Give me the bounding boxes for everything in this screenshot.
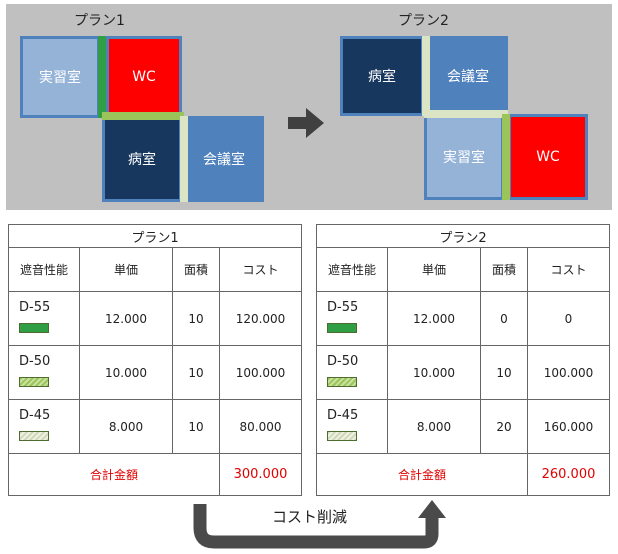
plan2-cost-table: プラン2 遮音性能 単価 面積 コスト D-55 12.000 0 0 D-50… — [316, 224, 610, 496]
table-row: D-45 8.000 20 160.000 — [316, 399, 610, 454]
header-performance: 遮音性能 — [8, 247, 80, 292]
plan2-room-practice: 実習室 — [424, 114, 504, 200]
cost-cell: 0 — [527, 291, 610, 346]
cost-cell: 120.000 — [219, 291, 302, 346]
plan1-title: プラン1 — [74, 13, 125, 29]
plan2-wall-d45-vertical — [422, 36, 430, 116]
area-cell: 0 — [480, 291, 528, 346]
cost-cell: 100.000 — [527, 345, 610, 400]
perf-label: D-50 — [327, 354, 359, 369]
table-row: D-55 12.000 0 0 — [316, 291, 610, 346]
perf-label: D-45 — [327, 408, 359, 423]
plan2-room-wc: WC — [508, 114, 588, 200]
table-row: D-45 8.000 10 80.000 — [8, 399, 302, 454]
plan1-room-practice: 実習室 — [20, 36, 100, 118]
area-cell: 20 — [480, 399, 528, 454]
header-cost: コスト — [527, 247, 610, 292]
table-title: プラン2 — [316, 224, 610, 248]
plan2-title: プラン2 — [398, 13, 449, 29]
cost-cell: 160.000 — [527, 399, 610, 454]
d50-swatch — [19, 377, 49, 387]
cost-reduction-label: コスト削減 — [272, 508, 348, 526]
header-area: 面積 — [172, 247, 220, 292]
perf-label: D-55 — [327, 300, 359, 315]
unit-price-cell: 10.000 — [387, 345, 481, 400]
cost-cell: 100.000 — [219, 345, 302, 400]
d55-swatch — [327, 323, 357, 333]
cost-reduction-arrow-icon — [193, 500, 446, 549]
unit-price-cell: 10.000 — [79, 345, 173, 400]
unit-price-cell: 8.000 — [79, 399, 173, 454]
table-row: D-50 10.000 10 100.000 — [8, 345, 302, 400]
total-value: 300.000 — [219, 453, 302, 496]
area-cell: 10 — [480, 345, 528, 400]
plan2-wall-d50 — [502, 114, 510, 200]
plan1-room-ward: 病室 — [102, 116, 182, 202]
header-unit-price: 単価 — [79, 247, 173, 292]
right-arrow-icon — [288, 108, 324, 138]
plan1-wall-d45 — [180, 116, 188, 202]
header-performance: 遮音性能 — [316, 247, 388, 292]
total-label: 合計金額 — [316, 453, 528, 496]
area-cell: 10 — [172, 399, 220, 454]
unit-price-cell: 12.000 — [387, 291, 481, 346]
header-cost: コスト — [219, 247, 302, 292]
table-title: プラン1 — [8, 224, 302, 248]
plan-diagram-panel: プラン1 プラン2 実習室 WC 病室 会議室 病室 会議室 実習室 WC — [6, 4, 612, 210]
unit-price-cell: 8.000 — [387, 399, 481, 454]
plan2-wall-d45-horizontal — [424, 110, 508, 118]
unit-price-cell: 12.000 — [79, 291, 173, 346]
perf-label: D-45 — [19, 408, 51, 423]
plan1-wall-d50 — [102, 112, 184, 120]
plan1-wall-d55 — [98, 36, 106, 118]
plan1-room-meeting: 会議室 — [184, 116, 264, 202]
d45-swatch — [327, 431, 357, 441]
cost-cell: 80.000 — [219, 399, 302, 454]
plan2-room-ward: 病室 — [340, 36, 424, 116]
total-label: 合計金額 — [8, 453, 220, 496]
d50-swatch — [327, 377, 357, 387]
perf-label: D-50 — [19, 354, 51, 369]
table-row: D-55 12.000 10 120.000 — [8, 291, 302, 346]
total-row: 合計金額 260.000 — [316, 453, 610, 496]
plan1-cost-table: プラン1 遮音性能 単価 面積 コスト D-55 12.000 10 120.0… — [8, 224, 302, 496]
plan2-room-meeting: 会議室 — [428, 36, 508, 116]
perf-label: D-55 — [19, 300, 51, 315]
total-row: 合計金額 300.000 — [8, 453, 302, 496]
d45-swatch — [19, 431, 49, 441]
area-cell: 10 — [172, 345, 220, 400]
table-row: D-50 10.000 10 100.000 — [316, 345, 610, 400]
total-value: 260.000 — [527, 453, 610, 496]
header-area: 面積 — [480, 247, 528, 292]
plan1-room-wc: WC — [106, 36, 182, 118]
area-cell: 10 — [172, 291, 220, 346]
header-unit-price: 単価 — [387, 247, 481, 292]
d55-swatch — [19, 323, 49, 333]
